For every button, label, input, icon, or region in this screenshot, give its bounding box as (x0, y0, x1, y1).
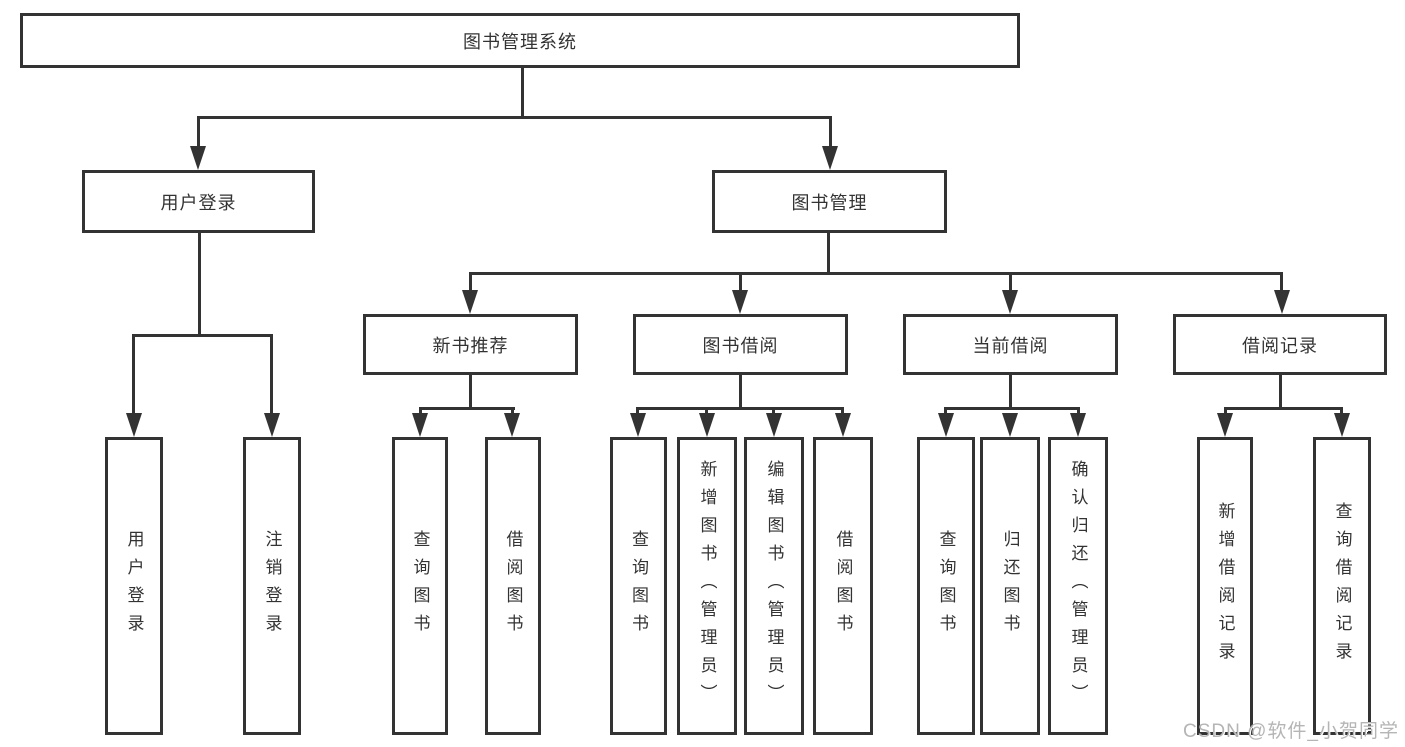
arrow-down-icon (938, 413, 954, 437)
leaf-label: 确认归还（管理员） (1068, 460, 1088, 712)
node-borrowing-records: 借阅记录 (1173, 314, 1387, 375)
arrow-down-icon (190, 146, 206, 170)
connector-line (469, 272, 1283, 275)
connector-line (1009, 375, 1012, 410)
node-user-login: 用户登录 (82, 170, 315, 233)
connector-line (1077, 407, 1080, 418)
arrow-down-icon (630, 413, 646, 437)
arrow-down-icon (1002, 290, 1018, 314)
leaf-label: 新增借阅记录 (1215, 502, 1235, 670)
node-book-borrowing: 图书借阅 (633, 314, 848, 375)
connector-line (197, 116, 832, 119)
connector-line (132, 334, 135, 418)
connector-line (739, 272, 742, 294)
leaf-return-book: 归还图书 (980, 437, 1040, 735)
leaf-borrow-books-recommend: 借阅图书 (485, 437, 541, 735)
leaf-label: 查询图书 (410, 530, 430, 642)
arrow-down-icon (822, 146, 838, 170)
leaf-borrow-books: 借阅图书 (813, 437, 873, 735)
leaf-label: 查询图书 (936, 530, 956, 642)
connector-line (944, 407, 947, 418)
leaf-label: 借阅图书 (833, 530, 853, 642)
arrow-down-icon (1274, 290, 1290, 314)
connector-line (636, 407, 639, 418)
connector-line (469, 375, 472, 410)
connector-line (419, 407, 515, 410)
arrow-down-icon (1070, 413, 1086, 437)
leaf-add-book-admin: 新增图书（管理员） (677, 437, 737, 735)
connector-line (270, 334, 273, 418)
connector-line (511, 407, 514, 418)
arrow-down-icon (699, 413, 715, 437)
connector-line (841, 407, 844, 418)
connector-line (1279, 375, 1282, 410)
connector-line (636, 407, 844, 410)
leaf-query-books-recommend: 查询图书 (392, 437, 448, 735)
connector-line (1224, 407, 1227, 418)
leaf-label: 借阅图书 (503, 530, 523, 642)
arrow-down-icon (732, 290, 748, 314)
leaf-query-borrow-record: 查询借阅记录 (1313, 437, 1371, 735)
leaf-label: 新增图书（管理员） (697, 460, 717, 712)
arrow-down-icon (264, 413, 280, 437)
leaf-edit-book-admin: 编辑图书（管理员） (744, 437, 804, 735)
leaf-label: 查询借阅记录 (1332, 502, 1352, 670)
leaf-user-login: 用户登录 (105, 437, 163, 735)
connector-line (944, 407, 1080, 410)
arrow-down-icon (835, 413, 851, 437)
leaf-label: 注销登录 (262, 530, 282, 642)
connector-line (521, 65, 524, 119)
csdn-watermark: CSDN @软件_小贺同学 (1183, 721, 1399, 742)
node-current-borrowing: 当前借阅 (903, 314, 1118, 375)
node-new-book-recommend: 新书推荐 (363, 314, 578, 375)
arrow-down-icon (1334, 413, 1350, 437)
node-root: 图书管理系统 (20, 13, 1020, 68)
node-book-management: 图书管理 (712, 170, 947, 233)
connector-line (1340, 407, 1343, 418)
connector-line (829, 116, 832, 150)
connector-line (419, 407, 422, 418)
connector-line (469, 272, 472, 294)
leaf-label: 查询图书 (629, 530, 648, 642)
connector-line (772, 407, 775, 418)
connector-line (198, 233, 201, 337)
connector-line (739, 375, 742, 410)
arrow-down-icon (1217, 413, 1233, 437)
arrow-down-icon (412, 413, 428, 437)
connector-line (1009, 272, 1012, 294)
connector-line (827, 233, 830, 275)
arrow-down-icon (766, 413, 782, 437)
leaf-label: 编辑图书（管理员） (764, 460, 784, 712)
leaf-add-borrow-record: 新增借阅记录 (1197, 437, 1253, 735)
connector-line (1224, 407, 1343, 410)
leaf-label: 归还图书 (1000, 530, 1020, 642)
arrow-down-icon (126, 413, 142, 437)
arrow-down-icon (462, 290, 478, 314)
leaf-query-books-current: 查询图书 (917, 437, 975, 735)
connector-line (1280, 272, 1283, 294)
leaf-label: 用户登录 (124, 530, 144, 642)
arrow-down-icon (1002, 413, 1018, 437)
connector-line (132, 334, 273, 337)
leaf-query-books-borrow: 查询图书 (610, 437, 667, 735)
connector-line (197, 116, 200, 150)
arrow-down-icon (504, 413, 520, 437)
connector-line (705, 407, 708, 418)
leaf-logout: 注销登录 (243, 437, 301, 735)
leaf-confirm-return-admin: 确认归还（管理员） (1048, 437, 1108, 735)
